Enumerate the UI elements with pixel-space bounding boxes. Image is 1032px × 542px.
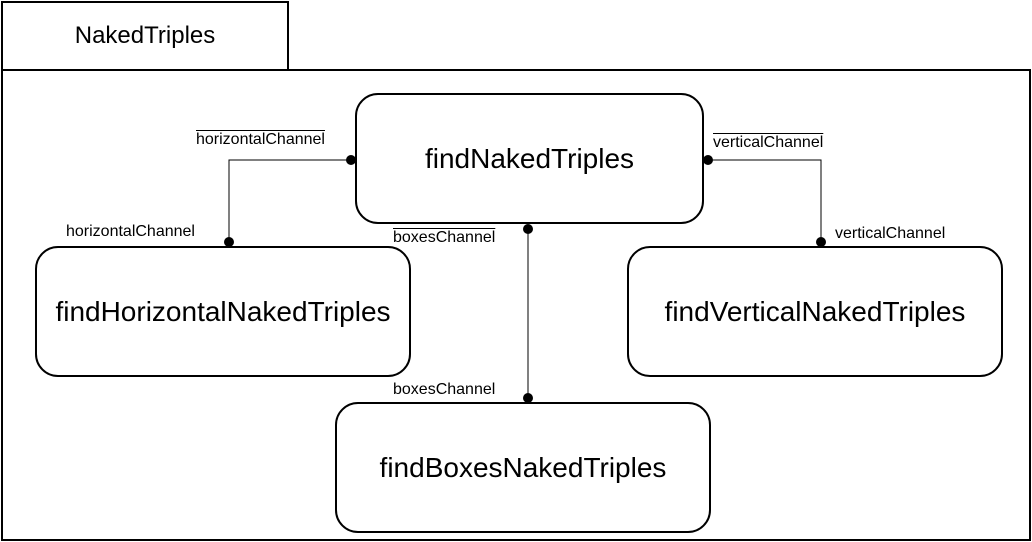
port-label-main-boxes: boxesChannel: [393, 229, 496, 246]
vertical-connector: [708, 159, 822, 242]
boxes-component-box[interactable]: [335, 402, 711, 533]
port-boxes: [523, 393, 533, 403]
port-label-horizontal: horizontalChannel: [66, 223, 195, 240]
main-component-box[interactable]: [355, 93, 704, 224]
port-label-main-horizontal: horizontalChannel: [196, 131, 325, 148]
horizontal-connector: [228, 159, 351, 242]
port-main-boxes: [523, 224, 533, 234]
horizontal-component-label: findHorizontalNakedTriples: [55, 295, 391, 327]
boxes-component-label: findBoxesNakedTriples: [379, 451, 667, 483]
horizontal-component-box[interactable]: [35, 246, 411, 377]
port-label-main-vertical: verticalChannel: [713, 134, 824, 151]
port-label-vertical: verticalChannel: [835, 225, 946, 242]
port-horizontal: [224, 237, 234, 247]
port-main-vertical: [703, 155, 713, 165]
package-tab: [1, 1, 289, 71]
port-vertical: [816, 237, 826, 247]
vertical-component-label: findVerticalNakedTriples: [664, 295, 966, 327]
package-title: NakedTriples: [74, 22, 216, 49]
vertical-component-box[interactable]: [627, 246, 1003, 377]
port-main-horizontal: [346, 155, 356, 165]
port-label-boxes: boxesChannel: [393, 381, 496, 398]
main-component-label: findNakedTriples: [424, 142, 635, 174]
